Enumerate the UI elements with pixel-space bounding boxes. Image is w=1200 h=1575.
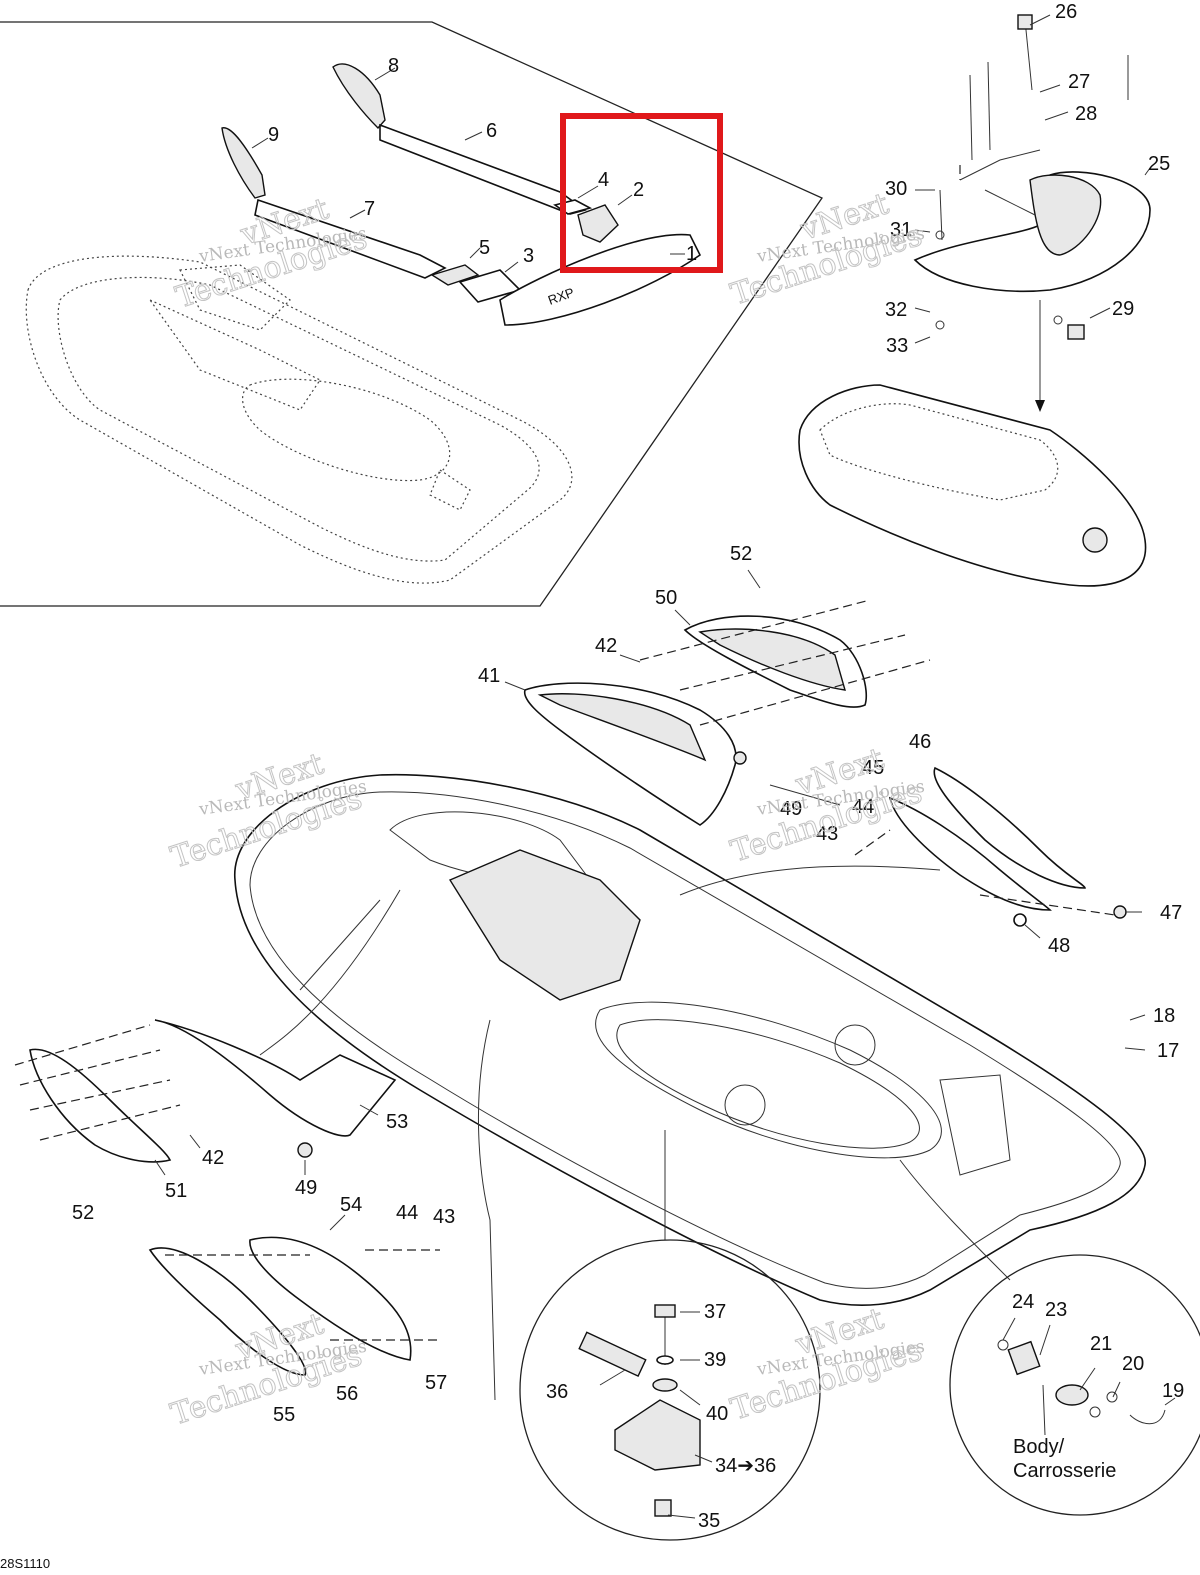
drawing-code: 28S1110	[0, 1556, 50, 1571]
callout-labels: 1 2 3 4 5 6 7 8 9 17 18 19 20 21 23 24 2…	[72, 1, 1184, 1532]
inset-parts: RXP	[221, 63, 702, 326]
callout-21: 21	[1090, 1333, 1112, 1355]
part-5-pad	[430, 264, 480, 286]
callout-28: 28	[1075, 103, 1097, 125]
callout-53: 53	[386, 1111, 408, 1133]
callout-23: 23	[1045, 1299, 1067, 1321]
part-53-panel	[154, 1019, 397, 1137]
callout-45: 45	[862, 757, 884, 779]
part-54-panel	[249, 1236, 412, 1361]
callout-25: 25	[1148, 153, 1170, 175]
part-41-panel	[524, 682, 737, 826]
callout-4: 4	[598, 169, 609, 191]
note-carrosserie: Carrosserie	[1013, 1460, 1116, 1482]
callout-33: 33	[886, 335, 908, 357]
upper-panels	[524, 599, 1127, 927]
callout-34-36: 34➔36	[715, 1455, 776, 1477]
inset-hull-outline	[25, 255, 573, 584]
callout-29: 29	[1112, 298, 1134, 320]
callout-27: 27	[1068, 71, 1090, 93]
callout-41: 41	[478, 665, 500, 687]
part-1-mat	[499, 233, 702, 326]
callout-49-bottom: 49	[295, 1177, 317, 1199]
part-2-pad	[577, 204, 619, 243]
callout-17: 17	[1157, 1040, 1179, 1062]
callout-6: 6	[486, 120, 497, 142]
callout-26: 26	[1055, 1, 1077, 23]
detail-note: Body/ Carrosserie	[1013, 1436, 1116, 1482]
callout-30: 30	[885, 178, 907, 200]
callout-19: 19	[1162, 1380, 1184, 1402]
highlight-rectangle	[560, 113, 723, 273]
callout-52-bottom: 52	[72, 1202, 94, 1224]
callout-37: 37	[704, 1301, 726, 1323]
part-55-panel	[148, 1247, 307, 1376]
leader-lines	[154, 14, 1176, 1519]
inset-frame	[0, 21, 823, 607]
callout-44-right: 44	[852, 796, 874, 818]
callout-39: 39	[704, 1349, 726, 1371]
callout-42-top: 42	[595, 635, 617, 657]
detail-circle-left	[519, 1239, 821, 1541]
callout-24: 24	[1012, 1291, 1034, 1313]
side-panels	[14, 1019, 440, 1376]
callout-47: 47	[1160, 902, 1182, 924]
callout-51: 51	[165, 1180, 187, 1202]
callout-31: 31	[890, 219, 912, 241]
part-7-mat	[254, 198, 447, 279]
part-9-seat-end	[221, 127, 266, 199]
callout-35: 35	[698, 1510, 720, 1532]
note-body: Body/	[1013, 1436, 1065, 1458]
rear-deck	[798, 384, 1147, 587]
callout-40: 40	[706, 1403, 728, 1425]
callout-1: 1	[686, 243, 697, 265]
part-46-grip	[933, 766, 1086, 889]
callout-8: 8	[388, 55, 399, 77]
callout-55: 55	[273, 1404, 295, 1426]
callout-46: 46	[909, 731, 931, 753]
callout-57: 57	[425, 1372, 447, 1394]
part-8-seat-end	[332, 63, 386, 130]
callout-3: 3	[523, 245, 534, 267]
callout-48: 48	[1048, 935, 1070, 957]
callout-9: 9	[268, 124, 279, 146]
main-hull	[234, 773, 1146, 1401]
highlight-box	[560, 113, 723, 273]
callout-32: 32	[885, 299, 907, 321]
callout-20: 20	[1122, 1353, 1144, 1375]
handle-assembly	[913, 14, 1151, 412]
part-45-panel	[888, 796, 1052, 911]
callout-18: 18	[1153, 1005, 1175, 1027]
callout-50: 50	[655, 587, 677, 609]
callout-7: 7	[364, 198, 375, 220]
callout-2: 2	[633, 179, 644, 201]
callout-43-right: 43	[816, 823, 838, 845]
callout-5: 5	[479, 237, 490, 259]
callout-52-top: 52	[730, 543, 752, 565]
callout-56: 56	[336, 1383, 358, 1405]
callout-36: 36	[546, 1381, 568, 1403]
callout-54: 54	[340, 1194, 362, 1216]
part-51-panel	[29, 1048, 172, 1163]
callout-43-bottom: 43	[433, 1206, 455, 1228]
callout-42-bottom: 42	[202, 1147, 224, 1169]
part-6-seat-strip	[379, 123, 587, 215]
callout-49-top: 49	[780, 798, 802, 820]
callout-44-bottom: 44	[396, 1202, 418, 1224]
